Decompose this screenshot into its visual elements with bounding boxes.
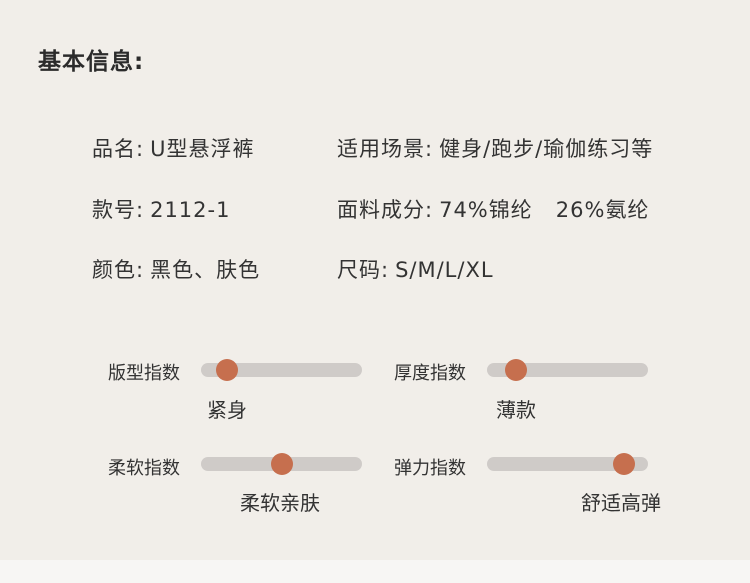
info-usage: 适用场景:健身/跑步/瑜伽练习等 (337, 133, 653, 163)
info-color: 颜色:黑色、肤色 (92, 254, 260, 284)
metric-fit-label: 版型指数 (108, 363, 180, 384)
metric-elasticity-value: 舒适高弹 (581, 491, 661, 515)
metric-thickness-slider (487, 359, 648, 381)
metric-elasticity-slider (487, 453, 648, 475)
info-style-no-value: 2112-1 (150, 198, 231, 222)
metric-thickness-value: 薄款 (496, 398, 536, 422)
info-style-no: 款号:2112-1 (92, 194, 230, 224)
metric-thickness-knob (504, 359, 527, 381)
footer-band (0, 560, 750, 583)
product-info-panel: 基本信息: 品名:U型悬浮裤 适用场景:健身/跑步/瑜伽练习等 款号:2112-… (38, 49, 661, 515)
metric-softness-slider (201, 453, 362, 475)
metric-elasticity-label: 弹力指数 (394, 458, 466, 479)
info-style-no-label: 款号: (92, 198, 145, 222)
info-fabric: 面料成分:74%锦纶 26%氨纶 (337, 194, 649, 224)
metric-softness-value: 柔软亲肤 (240, 491, 320, 515)
info-fabric-value: 74%锦纶 26%氨纶 (439, 198, 650, 222)
metric-fit-knob (215, 359, 238, 381)
metric-thickness-label: 厚度指数 (394, 363, 466, 384)
metric-softness-knob (270, 453, 293, 475)
info-size-value: S/M/L/XL (395, 258, 494, 282)
metric-fit-slider (201, 359, 362, 381)
info-usage-value: 健身/跑步/瑜伽练习等 (439, 137, 654, 161)
info-color-value: 黑色、肤色 (150, 258, 261, 282)
info-size-label: 尺码: (337, 258, 390, 282)
metric-elasticity-knob (612, 453, 635, 475)
info-size: 尺码:S/M/L/XL (337, 254, 494, 284)
info-name: 品名:U型悬浮裤 (92, 133, 254, 163)
info-color-label: 颜色: (92, 258, 145, 282)
info-name-label: 品名: (92, 137, 145, 161)
info-fabric-label: 面料成分: (337, 198, 434, 222)
info-name-value: U型悬浮裤 (150, 137, 255, 161)
metric-softness-label: 柔软指数 (108, 458, 180, 479)
section-title: 基本信息: (38, 49, 145, 75)
metric-fit-value: 紧身 (207, 398, 247, 422)
info-usage-label: 适用场景: (337, 137, 434, 161)
